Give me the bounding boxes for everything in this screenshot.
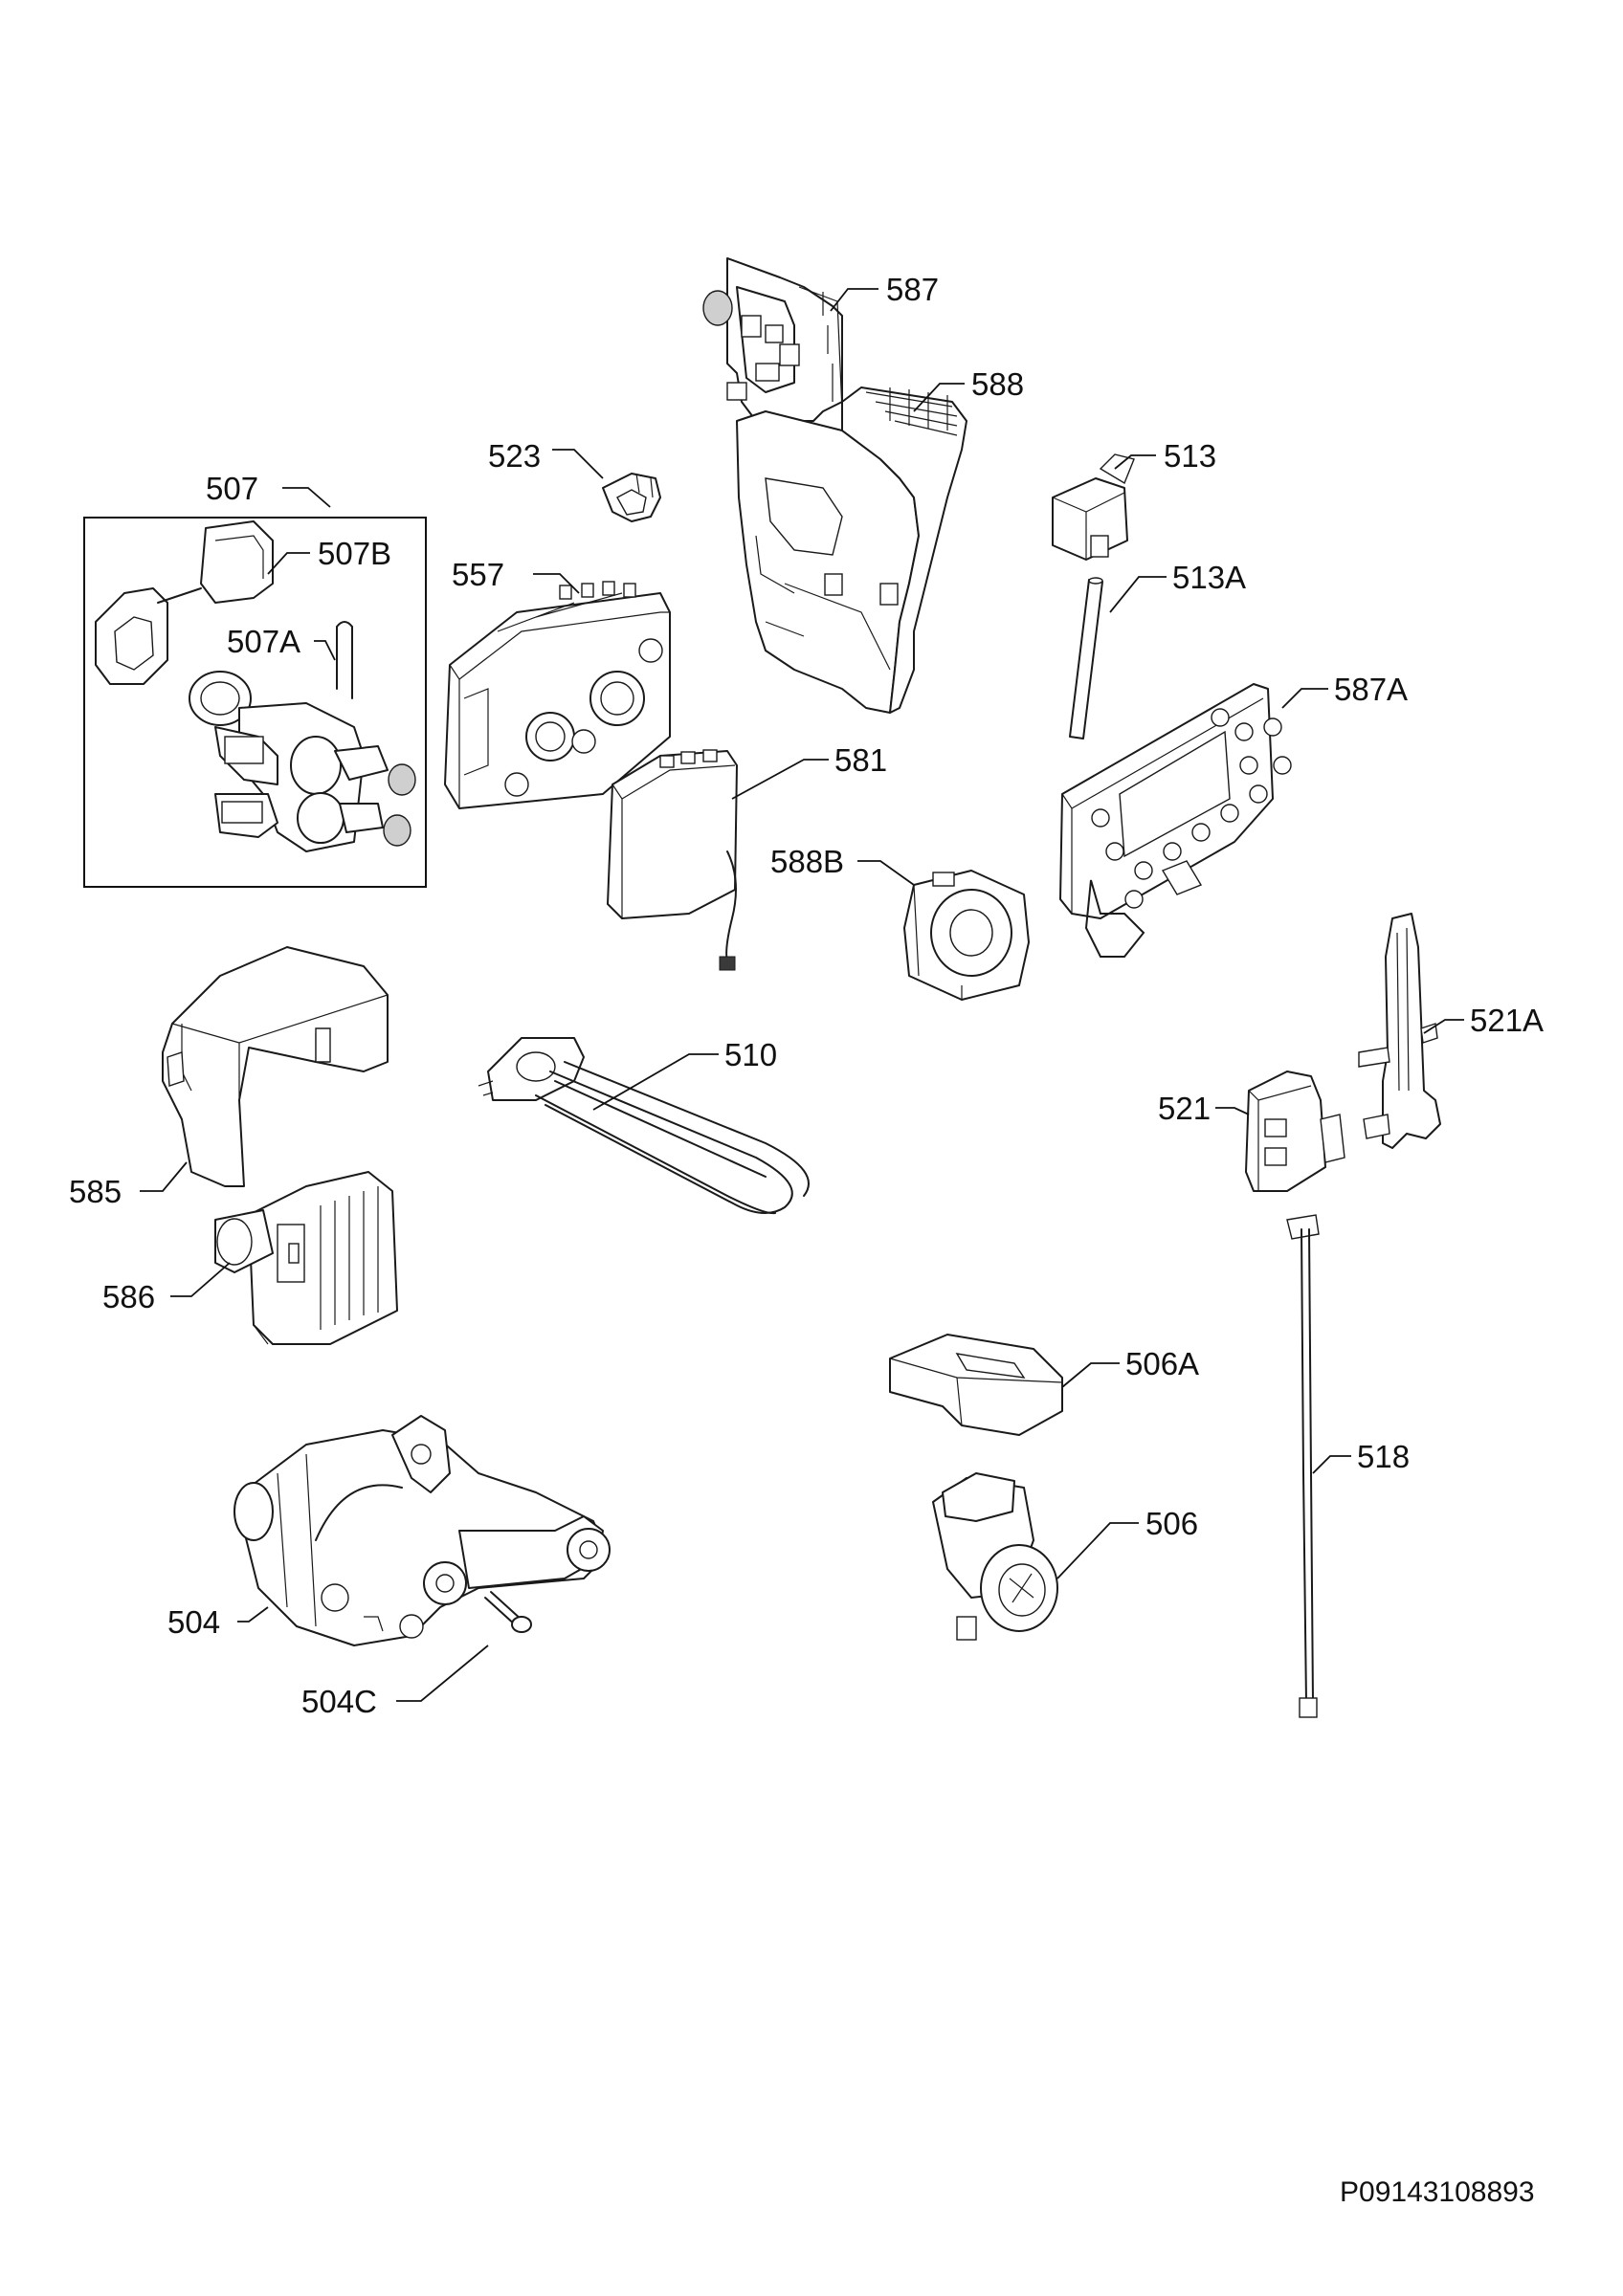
label-507B: 507B	[318, 536, 391, 571]
part-507-group-frame	[83, 517, 427, 888]
part-518-cable	[1286, 1214, 1320, 1718]
drawing-code: P09143108893	[1340, 2176, 1535, 2208]
part-588B-sensor	[903, 870, 1030, 1001]
label-513A: 513A	[1172, 560, 1246, 595]
part-588-board-housing	[736, 386, 967, 714]
part-521A-lock-bracket	[1358, 913, 1441, 1149]
callout-labels: 587 588 523 513 507 507B 557 513A 507A 5…	[69, 272, 1544, 1719]
part-586-motor-controller	[214, 1171, 398, 1345]
part-506A-pump-cover	[889, 1334, 1063, 1436]
label-557: 557	[452, 557, 504, 592]
label-510: 510	[724, 1037, 777, 1072]
label-521: 521	[1158, 1091, 1211, 1126]
part-510-heating-element	[478, 1037, 810, 1215]
label-588B: 588B	[770, 844, 844, 879]
part-581-board	[607, 749, 738, 971]
label-518: 518	[1357, 1439, 1410, 1474]
part-521-door-lock	[1245, 1071, 1345, 1192]
label-523: 523	[488, 438, 541, 474]
part-585-cover	[162, 946, 389, 1187]
label-513: 513	[1164, 438, 1216, 474]
part-507-inlet-valve	[189, 671, 416, 852]
part-587-control-board	[702, 257, 843, 422]
label-588: 588	[971, 366, 1024, 402]
label-504: 504	[167, 1604, 220, 1640]
part-513-switch	[1052, 453, 1135, 561]
part-504-motor	[233, 1415, 611, 1646]
part-506-drain-pump	[932, 1472, 1058, 1641]
label-587A: 587A	[1334, 672, 1408, 707]
label-581: 581	[834, 742, 887, 778]
leader-lines	[140, 288, 1464, 1702]
label-521A: 521A	[1470, 1003, 1544, 1038]
label-587: 587	[886, 272, 939, 307]
label-504C: 504C	[301, 1684, 377, 1719]
part-557-programmer-module	[444, 581, 671, 809]
label-586: 586	[102, 1279, 155, 1314]
label-507A: 507A	[227, 624, 300, 659]
label-585: 585	[69, 1174, 122, 1209]
part-507A-clip	[336, 621, 353, 699]
label-506: 506	[1145, 1506, 1198, 1541]
label-506A: 506A	[1125, 1346, 1199, 1381]
part-587A-display-board	[1059, 683, 1292, 958]
part-507B-filter-cap	[95, 520, 274, 685]
part-523-clip	[602, 473, 661, 522]
part-504C-screw	[484, 1591, 532, 1633]
label-507: 507	[206, 471, 258, 506]
part-513A-rod	[1069, 577, 1103, 740]
